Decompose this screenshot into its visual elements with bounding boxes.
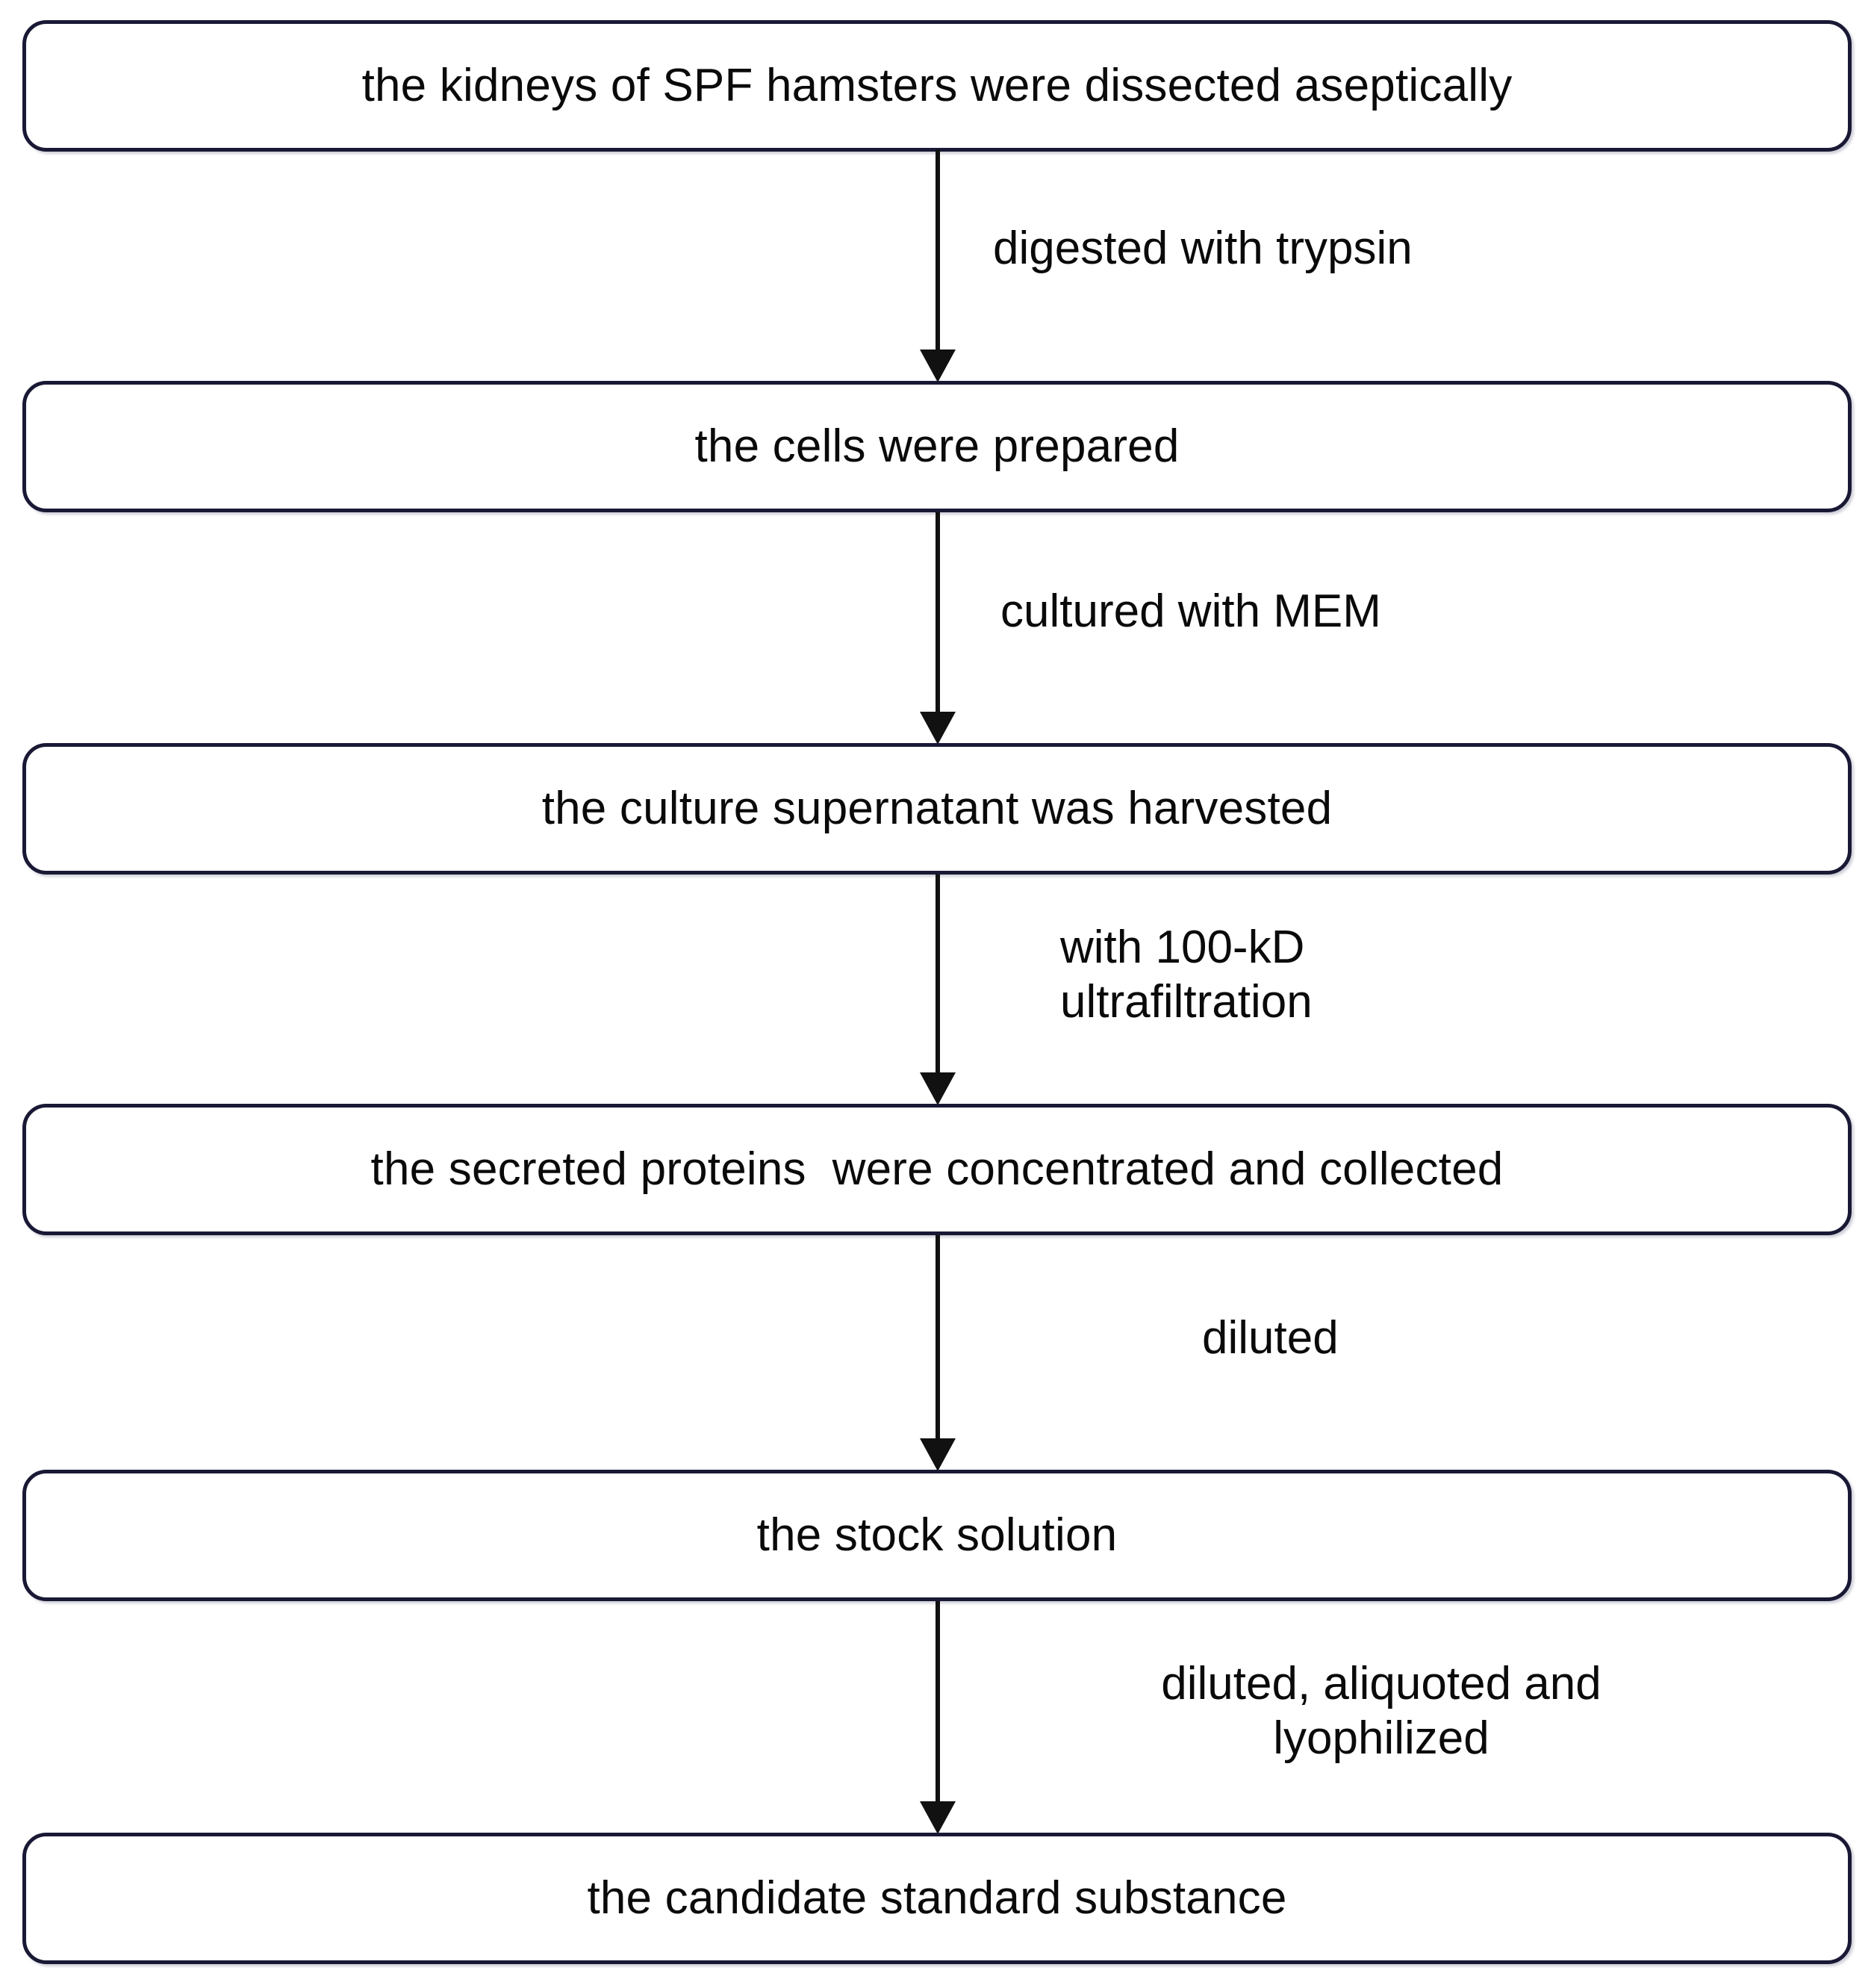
arrow-head-icon-1 [920,350,956,382]
arrow-connector-4 [920,1235,956,1471]
process-node-6: the candidate standard substance [22,1833,1852,1964]
arrow-shaft-3 [936,875,940,1072]
edge-label-4: diluted [1202,1312,1339,1364]
arrow-shaft-5 [936,1601,940,1801]
process-node-1-label: the kidneys of SPF hamsters were dissect… [361,59,1513,111]
arrow-connector-5 [920,1601,956,1834]
process-node-2: the cells were prepared [22,381,1852,512]
process-node-4: the secreted proteins were concentrated … [22,1104,1852,1235]
arrow-connector-1 [920,149,956,382]
process-node-1: the kidneys of SPF hamsters were dissect… [22,20,1852,152]
arrow-head-icon-5 [920,1801,956,1834]
process-node-3-label: the culture supernatant was harvested [541,782,1333,834]
edge-label-5: diluted, aliquoted and lyophilized [1161,1658,1601,1765]
arrow-shaft-4 [936,1235,940,1438]
process-node-4-label: the secreted proteins were concentrated … [370,1143,1504,1195]
edge-label-2: cultured with MEM [1000,585,1381,637]
process-node-5: the stock solution [22,1470,1852,1601]
arrow-connector-2 [920,512,956,745]
process-node-2-label: the cells were prepared [694,420,1180,472]
arrow-head-icon-4 [920,1438,956,1471]
arrow-shaft-1 [936,149,940,350]
arrow-shaft-2 [936,512,940,712]
process-node-3: the culture supernatant was harvested [22,743,1852,875]
arrow-connector-3 [920,875,956,1105]
process-node-6-label: the candidate standard substance [587,1871,1287,1924]
arrow-head-icon-3 [920,1072,956,1105]
edge-label-1: digested with trypsin [993,223,1413,274]
arrow-head-icon-2 [920,712,956,745]
process-node-5-label: the stock solution [756,1509,1118,1561]
edge-label-3: with 100-kD ultrafiltration [1060,922,1313,1028]
